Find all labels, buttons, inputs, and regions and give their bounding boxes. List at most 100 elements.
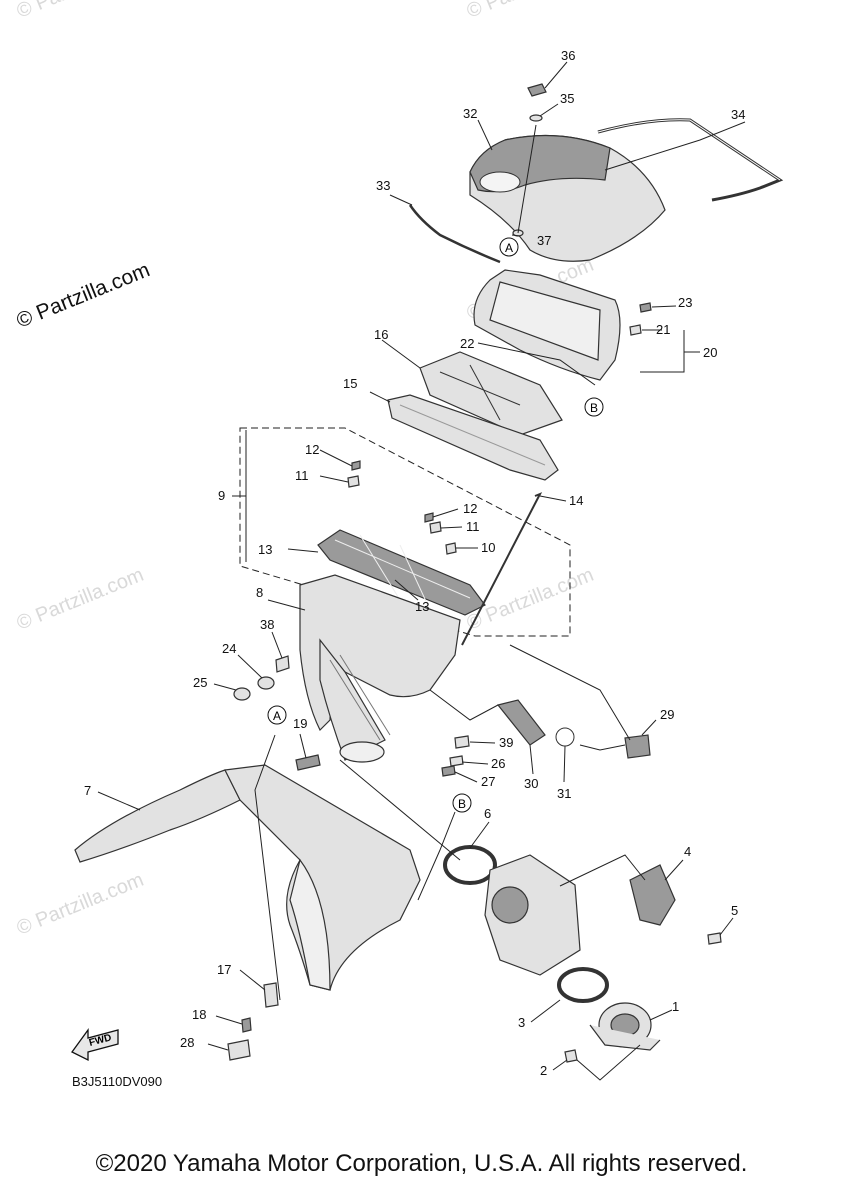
- callout-3: 3: [518, 1015, 525, 1030]
- callout-11b: 11: [466, 519, 480, 534]
- callout-37: 37: [537, 233, 551, 248]
- cover-4: [629, 864, 676, 926]
- callout-5: 5: [731, 903, 738, 918]
- hose-30: [496, 699, 546, 746]
- callout-numbers: 36 35 32 34 33 37 23 21 20 22 16 15 12 1…: [84, 48, 745, 1078]
- top-cover-32: [469, 134, 666, 262]
- nut-27: [441, 765, 456, 777]
- callout-39: 39: [499, 735, 513, 750]
- screw-18: [241, 1017, 252, 1033]
- callout-19: 19: [293, 716, 307, 731]
- callout-15: 15: [343, 376, 357, 391]
- grommet-11b: [429, 521, 442, 534]
- callout-2: 2: [540, 1063, 547, 1078]
- callout-12a: 12: [305, 442, 319, 457]
- watermark-faint-6: © Partzilla.com: [464, 0, 597, 23]
- assembly-group-9-box: [239, 427, 571, 637]
- callout-11a: 11: [295, 468, 309, 483]
- callout-7: 7: [84, 783, 91, 798]
- leader-lines: [97, 61, 746, 1081]
- watermark-faint-1: © Partzilla.com: [14, 564, 147, 635]
- intake-duct-7: [74, 764, 421, 991]
- bolt-14: [461, 492, 543, 646]
- clamp-28: [227, 1039, 251, 1061]
- callout-24: 24: [222, 641, 236, 656]
- screw-12a: [351, 460, 361, 471]
- callout-36: 36: [561, 48, 575, 63]
- grommet-11a: [347, 475, 360, 488]
- callout-30: 30: [524, 776, 538, 791]
- ref-mark-b-bottom: B: [452, 793, 472, 813]
- hose-clamp-6: [443, 845, 497, 885]
- joint-1: [589, 1002, 661, 1051]
- callout-12b: 12: [463, 501, 477, 516]
- callout-21: 21: [656, 322, 670, 337]
- svg-text:B: B: [590, 401, 598, 415]
- washer-26: [449, 755, 464, 767]
- filter-element-15: [387, 394, 559, 481]
- element-frame-16: [419, 351, 563, 436]
- callout-28: 28: [180, 1035, 194, 1050]
- callout-6: 6: [484, 806, 491, 821]
- watermark-faint-3: © Partzilla.com: [14, 869, 147, 940]
- callout-18: 18: [192, 1007, 206, 1022]
- copyright-notice: ©2020 Yamaha Motor Corporation, U.S.A. A…: [95, 1150, 748, 1177]
- callout-14: 14: [569, 493, 583, 508]
- bolt-39: [454, 735, 470, 749]
- ref-mark-a-top: A: [499, 237, 519, 257]
- ref-mark-b-top: B: [584, 397, 604, 417]
- callout-17: 17: [217, 962, 231, 977]
- nut-21: [629, 324, 642, 336]
- screw-5: [707, 932, 722, 945]
- collar-10: [445, 542, 457, 555]
- callout-4: 4: [684, 844, 691, 859]
- callout-35: 35: [560, 91, 574, 106]
- callout-27: 27: [481, 774, 495, 789]
- callout-16: 16: [374, 327, 388, 342]
- ref-mark-a-bottom: A: [267, 705, 287, 725]
- callout-33: 33: [376, 178, 390, 193]
- washer-35: [529, 114, 543, 122]
- callout-8: 8: [256, 585, 263, 600]
- diagram-code: B3J5110DV090: [72, 1074, 163, 1089]
- screw-23: [639, 302, 652, 313]
- bolt-38: [275, 655, 290, 673]
- callout-25: 25: [193, 675, 207, 690]
- callout-20: 20: [703, 345, 717, 360]
- duct-cover-22: [473, 269, 621, 381]
- callout-26: 26: [491, 756, 505, 771]
- callout-22: 22: [460, 336, 474, 351]
- watermark-main: © Partzilla.com: [13, 258, 153, 332]
- fwd-arrow-icon: FWD: [71, 1028, 119, 1062]
- element-cage-13: [317, 529, 486, 616]
- callout-1: 1: [672, 999, 679, 1014]
- watermark-faint-2: © Partzilla.com: [464, 564, 597, 635]
- callout-10: 10: [481, 540, 495, 555]
- o-ring-31: [555, 727, 575, 747]
- callout-34: 34: [731, 107, 745, 122]
- hose-clamp-3: [557, 967, 609, 1003]
- watermark-faint-5: © Partzilla.com: [14, 0, 147, 23]
- callout-38: 38: [260, 617, 274, 632]
- svg-text:A: A: [505, 241, 513, 255]
- wire-33: [408, 204, 501, 264]
- grommet-24: [257, 676, 275, 690]
- svg-text:B: B: [458, 797, 466, 811]
- collar-17: [263, 982, 279, 1008]
- callout-29: 29: [660, 707, 674, 722]
- screw-12b: [424, 512, 434, 523]
- sensor-29: [624, 734, 651, 759]
- callout-13b: 13: [415, 599, 429, 614]
- throttle-body: [484, 854, 581, 976]
- bolt-36: [527, 83, 547, 97]
- airbox-case-8: [299, 574, 461, 763]
- collar-25: [233, 687, 251, 701]
- svg-text:A: A: [273, 709, 281, 723]
- clip-19: [295, 754, 321, 771]
- callout-13a: 13: [258, 542, 272, 557]
- callout-31: 31: [557, 786, 571, 801]
- callout-23: 23: [678, 295, 692, 310]
- callout-32: 32: [463, 106, 477, 121]
- callout-9: 9: [218, 488, 225, 503]
